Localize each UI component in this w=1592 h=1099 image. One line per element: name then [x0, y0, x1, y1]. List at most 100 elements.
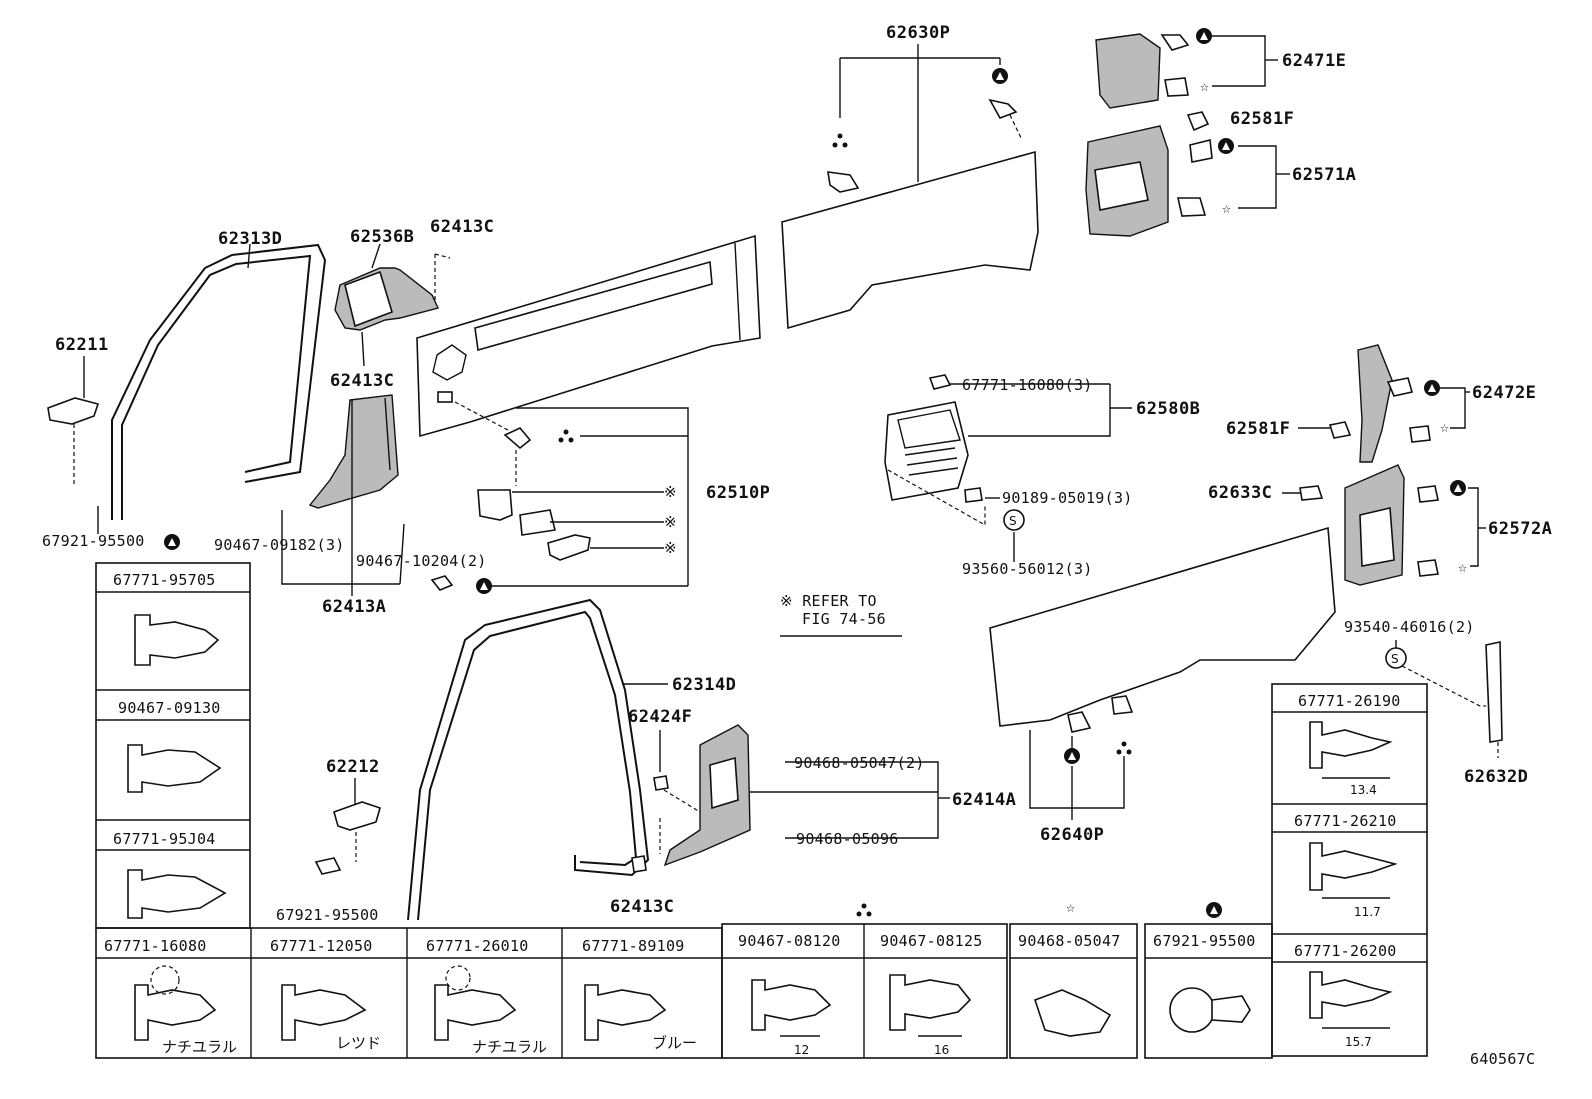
- legend-part: 90467-08125: [880, 932, 983, 950]
- clips-62640P: [1067, 695, 1134, 733]
- legend-dim: 12: [794, 1043, 809, 1057]
- callout-90468-05096: 90468-05096: [796, 830, 899, 848]
- legend-part: 90467-08120: [738, 932, 841, 950]
- svg-text:※: ※: [664, 539, 677, 557]
- callout-62413C: 62413C: [610, 897, 674, 917]
- svg-text:S: S: [1009, 514, 1017, 528]
- callout-62413C: 62413C: [430, 217, 494, 237]
- svg-text:☆: ☆: [1458, 558, 1467, 576]
- trim-62472E: [1328, 344, 1431, 463]
- callout-62211: 62211: [55, 335, 109, 355]
- callout-62413A: 62413A: [322, 597, 386, 617]
- legend-note: ナチユラル: [162, 1038, 237, 1056]
- callout-62632D: 62632D: [1464, 767, 1528, 787]
- legend-part: 67771-16080: [104, 937, 207, 955]
- svg-text:☆: ☆: [1440, 418, 1449, 436]
- callout-62571A: 62571A: [1292, 165, 1356, 185]
- panel-62510P: [416, 234, 761, 438]
- callout-90467-09182: 90467-09182(3): [214, 536, 345, 554]
- legend-note: ナチユラル: [472, 1038, 547, 1056]
- clip-drawing: [751, 974, 972, 1031]
- svg-text:☆: ☆: [1200, 77, 1209, 95]
- callout-90468-05047: 90468-05047(2): [794, 754, 925, 772]
- legend-part: 67771-26210: [1294, 812, 1397, 830]
- refer-note-line1: ※ REFER TO: [780, 592, 877, 610]
- legend-part: 67771-12050: [270, 937, 373, 955]
- trim-62572A: [1299, 464, 1439, 586]
- legend-dim: 11.7: [1354, 905, 1381, 919]
- three-dots-icon: [558, 133, 1132, 917]
- legend-bottom: 67771-16080 67771-12050 67771-26010 6777…: [95, 923, 1273, 1059]
- callout-62581F: 62581F: [1226, 419, 1290, 439]
- callout-93560-56012: 93560-56012(3): [962, 560, 1093, 578]
- legend-part: 67771-26010: [426, 937, 529, 955]
- svg-text:☆: ☆: [1066, 898, 1075, 916]
- legend-note: レツド: [336, 1034, 381, 1052]
- callout-62413C: 62413C: [330, 371, 394, 391]
- legend-part: 67921-95500: [1153, 932, 1256, 950]
- clips-62630P: [827, 98, 1018, 193]
- callout-62510P: 62510P: [706, 483, 770, 503]
- callout-90467-10204: 90467-10204(2): [356, 552, 487, 570]
- callout-62471E: 62471E: [1282, 51, 1346, 71]
- callout-62313D: 62313D: [218, 229, 282, 249]
- triangle-symbol-icon: [164, 28, 1466, 918]
- clips-62510P: [430, 427, 591, 591]
- svg-text:☆: ☆: [1222, 199, 1231, 217]
- star-icon: ☆ ☆ ☆ ☆ ☆: [1066, 77, 1467, 916]
- leader-lines: [73, 35, 1499, 862]
- symbols: ☆ ☆ ☆ ☆ ☆ ※ ※ ※ S S: [164, 28, 1467, 918]
- weatherstrip-62313D: [111, 243, 327, 520]
- clip-drawing: [1309, 721, 1398, 1019]
- part-62212: [314, 801, 381, 875]
- ref-mark-icon: ※ ※ ※: [664, 483, 677, 557]
- refer-note-line2: FIG 74-56: [802, 610, 886, 628]
- callout-62580B: 62580B: [1136, 399, 1200, 419]
- pillar-62413A: [308, 394, 399, 509]
- legend-part: 90468-05047: [1018, 932, 1121, 950]
- trim-62471E: [1095, 33, 1210, 132]
- callout-62212: 62212: [326, 757, 380, 777]
- part-62536B: [334, 267, 439, 331]
- callout-67921-95500: 67921-95500: [276, 906, 379, 924]
- callout-62630P: 62630P: [886, 23, 950, 43]
- callout-62314D: 62314D: [672, 675, 736, 695]
- callout-62424F: 62424F: [628, 707, 692, 727]
- clip-drawing: [134, 984, 667, 1041]
- legend-dim: 16: [934, 1043, 949, 1057]
- svg-text:※: ※: [664, 513, 677, 531]
- callout-67771-16080: 67771-16080(3): [962, 376, 1093, 394]
- legend-part: 67771-26190: [1298, 692, 1401, 710]
- legend-left: 67771-95705 90467-09130 67771-95J04: [95, 562, 251, 929]
- part-62211: [47, 397, 100, 425]
- svg-text:S: S: [1391, 652, 1399, 666]
- svg-text:※: ※: [664, 483, 677, 501]
- callout-62472E: 62472E: [1472, 383, 1536, 403]
- s-mark-icon: S S: [1003, 509, 1407, 669]
- legend-dim: 15.7: [1345, 1035, 1372, 1049]
- diagram-id: 640567C: [1470, 1050, 1535, 1068]
- callout-62536B: 62536B: [350, 227, 414, 247]
- callout-93540-46016: 93540-46016(2): [1344, 618, 1475, 636]
- legend-part: 67771-26200: [1294, 942, 1397, 960]
- callout-67921-95500: 67921-95500: [42, 532, 145, 550]
- clip-drawing: [127, 614, 227, 919]
- callout-62581F: 62581F: [1230, 109, 1294, 129]
- legend-part: 67771-95705: [113, 571, 216, 589]
- weatherstrip-62314D: [407, 598, 650, 921]
- callout-90189-05019: 90189-05019(3): [1002, 489, 1133, 507]
- legend-part: 90467-09130: [118, 699, 221, 717]
- legend-part: 67771-95J04: [113, 830, 216, 848]
- callout-62414A: 62414A: [952, 790, 1016, 810]
- legend-note: ブルー: [652, 1034, 697, 1052]
- trim-62571A: [1085, 125, 1213, 237]
- callout-62572A: 62572A: [1488, 519, 1552, 539]
- part-62632D: [1485, 641, 1503, 743]
- legend-part: 67771-89109: [582, 937, 685, 955]
- panel-62630P: [781, 150, 1039, 330]
- callout-62640P: 62640P: [1040, 825, 1104, 845]
- legend-right: 67771-26190 67771-26210 67771-26200 13.4…: [1271, 683, 1428, 1057]
- part-62580B: [884, 374, 983, 503]
- callout-62633C: 62633C: [1208, 483, 1272, 503]
